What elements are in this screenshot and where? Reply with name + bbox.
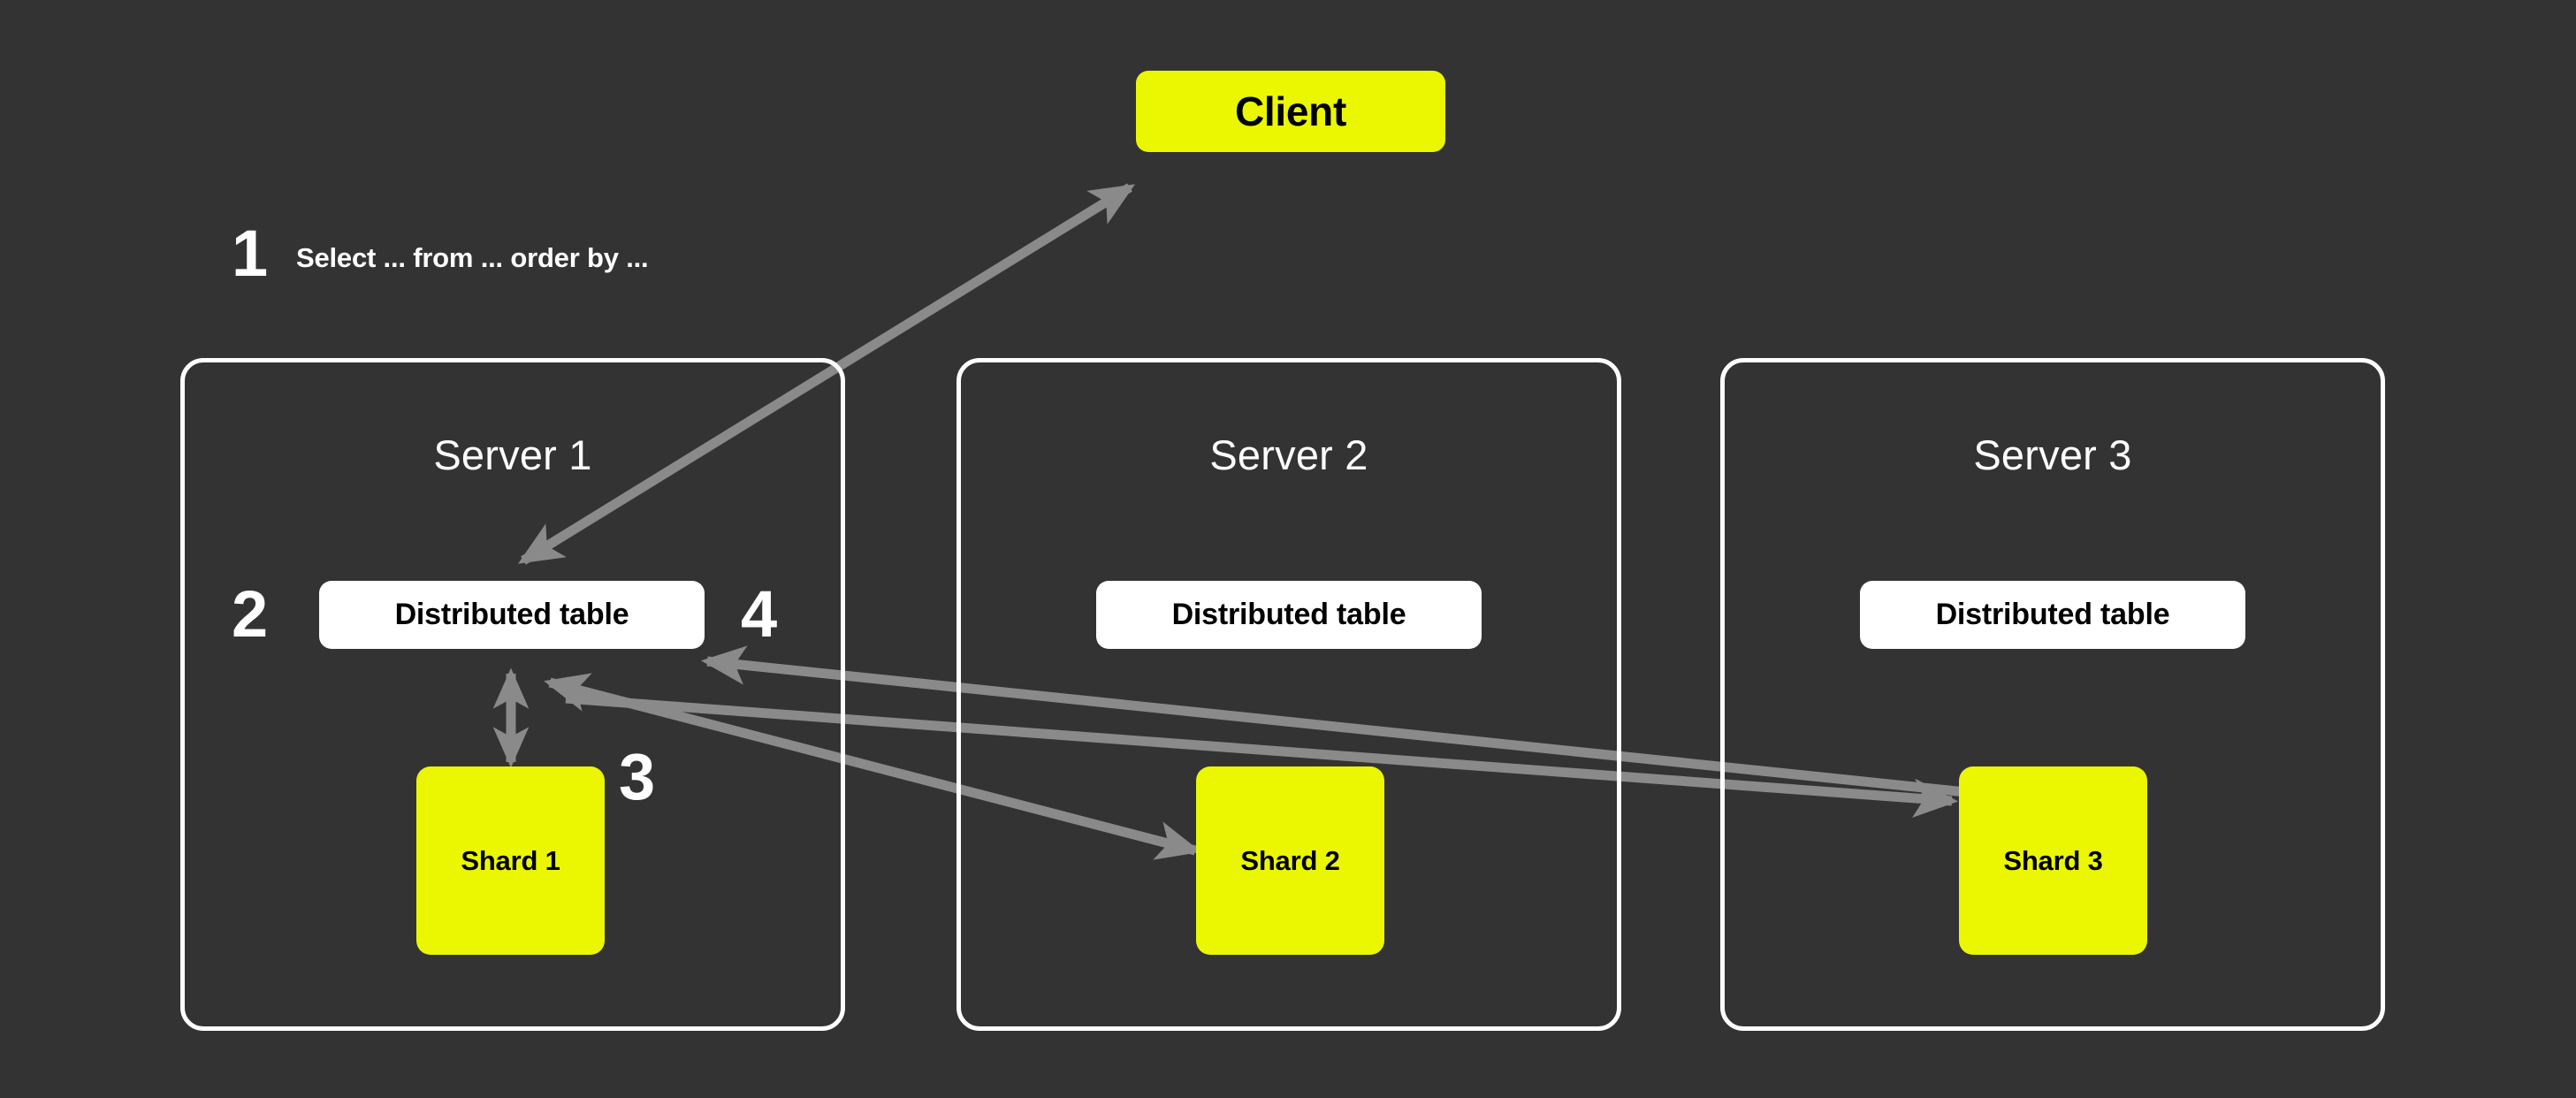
step-number-1: 1 (232, 217, 269, 290)
client-box[interactable]: Client (1136, 71, 1445, 152)
distributed-table-server-3[interactable]: Distributed table (1860, 581, 2245, 649)
shard-box-1[interactable]: Shard 1 (416, 766, 605, 955)
query-caption-text: Select ... from ... order by ... (296, 242, 649, 273)
server-title-2: Server 2 (1209, 431, 1368, 478)
step-number-3: 3 (619, 740, 656, 813)
server-title-3: Server 3 (1973, 431, 2132, 478)
distributed-table-server-2[interactable]: Distributed table (1096, 581, 1482, 649)
shard-box-3[interactable]: Shard 3 (1959, 766, 2147, 955)
client-label: Client (1235, 88, 1346, 134)
distributed-table-server-1[interactable]: Distributed table (319, 581, 705, 649)
step-number-4: 4 (741, 577, 778, 651)
step-number-2: 2 (232, 577, 269, 651)
server-title-1: Server 1 (433, 431, 592, 478)
shard-box-2[interactable]: Shard 2 (1196, 766, 1384, 955)
